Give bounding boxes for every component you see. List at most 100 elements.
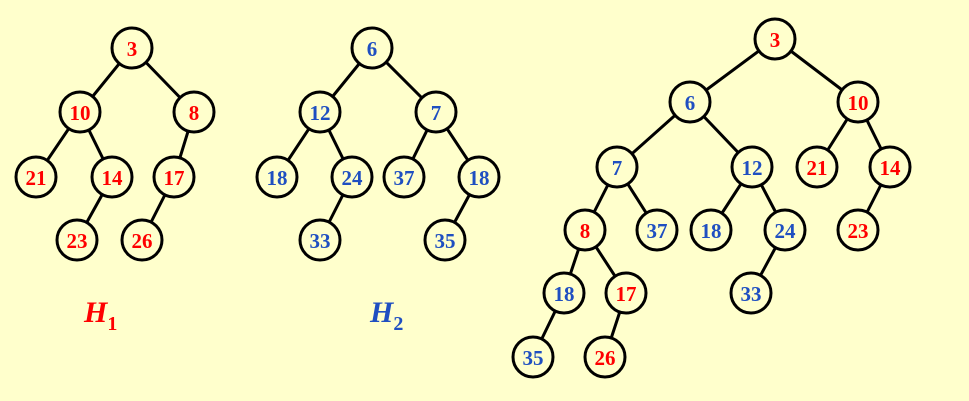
node-circle [836, 80, 880, 124]
node-c8: 8 [563, 208, 607, 252]
node-circle [635, 208, 679, 252]
node-c26: 26 [583, 335, 627, 379]
node-b18a: 18 [255, 155, 299, 199]
node-c18b: 18 [542, 271, 586, 315]
node-label: 6 [367, 37, 378, 61]
node-label: 3 [770, 28, 781, 52]
node-a10: 10 [58, 90, 102, 134]
node-c33: 33 [729, 271, 773, 315]
node-circle [58, 90, 102, 134]
node-c6: 6 [668, 80, 712, 124]
node-circle [350, 26, 394, 70]
node-label: 18 [267, 166, 288, 190]
node-circle [668, 80, 712, 124]
node-b18b: 18 [457, 155, 501, 199]
node-label: 7 [612, 156, 623, 180]
node-c21: 21 [795, 145, 839, 189]
node-b24: 24 [330, 155, 374, 199]
label-h2-main: H [369, 296, 395, 329]
node-label: 8 [189, 101, 200, 125]
node-label: 17 [616, 282, 637, 306]
node-c12: 12 [730, 145, 774, 189]
node-label: 10 [848, 91, 869, 115]
node-a8: 8 [172, 90, 216, 134]
node-circle [172, 90, 216, 134]
node-c18a: 18 [689, 208, 733, 252]
node-label: 14 [102, 166, 124, 190]
node-label: 21 [26, 166, 47, 190]
node-label: 26 [132, 229, 153, 253]
node-circle [542, 271, 586, 315]
node-label: 37 [394, 166, 415, 190]
node-circle [729, 271, 773, 315]
node-c17: 17 [604, 271, 648, 315]
node-label: 37 [647, 219, 668, 243]
label-h2-sub: 2 [393, 313, 403, 335]
node-label: 24 [775, 219, 797, 243]
node-label: 35 [523, 346, 544, 370]
node-circle [763, 208, 807, 252]
node-a3: 3 [110, 26, 154, 70]
node-c23: 23 [836, 208, 880, 252]
node-circle [414, 90, 458, 134]
label-h1-sub: 1 [107, 313, 117, 335]
node-circle [730, 145, 774, 189]
node-a17: 17 [152, 155, 196, 199]
node-label: 18 [554, 282, 575, 306]
node-label: 7 [431, 101, 442, 125]
node-b35: 35 [423, 218, 467, 262]
node-c7: 7 [595, 145, 639, 189]
node-circle [120, 218, 164, 262]
node-label: 6 [685, 91, 696, 115]
node-circle [90, 155, 134, 199]
node-circle [330, 155, 374, 199]
node-circle [604, 271, 648, 315]
node-circle [110, 26, 154, 70]
label-h2: H2 [369, 296, 403, 335]
node-c3: 3 [753, 17, 797, 61]
node-a14: 14 [90, 155, 134, 199]
node-circle [511, 335, 555, 379]
node-circle [753, 17, 797, 61]
node-circle [382, 155, 426, 199]
node-b12: 12 [298, 90, 342, 134]
node-c35: 35 [511, 335, 555, 379]
node-label: 33 [310, 229, 331, 253]
node-a26: 26 [120, 218, 164, 262]
node-circle [457, 155, 501, 199]
node-circle [868, 145, 912, 189]
node-label: 18 [701, 219, 722, 243]
node-label: 23 [848, 219, 869, 243]
node-a23: 23 [55, 218, 99, 262]
node-label: 35 [435, 229, 456, 253]
node-circle [152, 155, 196, 199]
node-c37: 37 [635, 208, 679, 252]
node-label: 3 [127, 37, 138, 61]
node-circle [689, 208, 733, 252]
node-label: 14 [880, 156, 902, 180]
node-label: 21 [807, 156, 828, 180]
node-b6: 6 [350, 26, 394, 70]
node-circle [423, 218, 467, 262]
node-circle [583, 335, 627, 379]
node-circle [836, 208, 880, 252]
node-c24: 24 [763, 208, 807, 252]
label-h1-main: H [83, 296, 109, 329]
node-circle [298, 218, 342, 262]
node-label: 23 [67, 229, 88, 253]
node-label: 12 [742, 156, 763, 180]
node-label: 26 [595, 346, 616, 370]
node-circle [563, 208, 607, 252]
node-label: 18 [469, 166, 490, 190]
node-label: 10 [70, 101, 91, 125]
node-label: 12 [310, 101, 331, 125]
label-h1: H1 [83, 296, 117, 335]
node-c10: 10 [836, 80, 880, 124]
node-label: 24 [342, 166, 364, 190]
node-circle [595, 145, 639, 189]
node-circle [795, 145, 839, 189]
node-b7: 7 [414, 90, 458, 134]
